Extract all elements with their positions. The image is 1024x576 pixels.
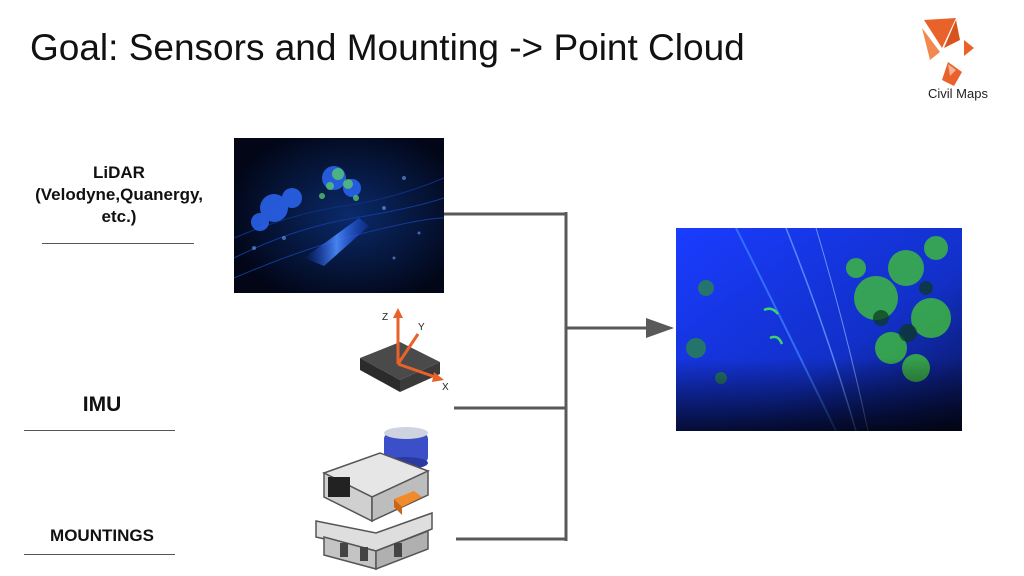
lidar-scan-image (234, 138, 444, 293)
imu-underline (24, 430, 175, 431)
lidar-label-line-1: LiDAR (93, 163, 145, 182)
imu-axis-y: Y (418, 322, 425, 333)
mountings-underline (24, 554, 175, 555)
lidar-underline (42, 243, 194, 244)
sensor-mount-image (315, 427, 433, 571)
mountings-label: MOUNTINGS (50, 526, 154, 545)
arrow-head-icon (646, 318, 674, 338)
lidar-label-line-2: (Velodyne,Quanergy, (35, 185, 203, 205)
imu-label: IMU (82, 393, 122, 416)
lidar-label: LiDAR (Velodyne,Quanergy, etc.) (14, 162, 224, 228)
lidar-label-line-3: etc.) (101, 207, 137, 227)
imu-chip-image: Z Y X (360, 308, 449, 393)
logo-text: Civil Maps (928, 86, 988, 101)
imu-axis-z: Z (382, 312, 388, 323)
slide-title: Goal: Sensors and Mounting -> Point Clou… (30, 27, 745, 68)
imu-axis-x: X (442, 382, 449, 393)
point-cloud-image (676, 228, 962, 431)
civil-maps-logo-icon (922, 18, 974, 86)
